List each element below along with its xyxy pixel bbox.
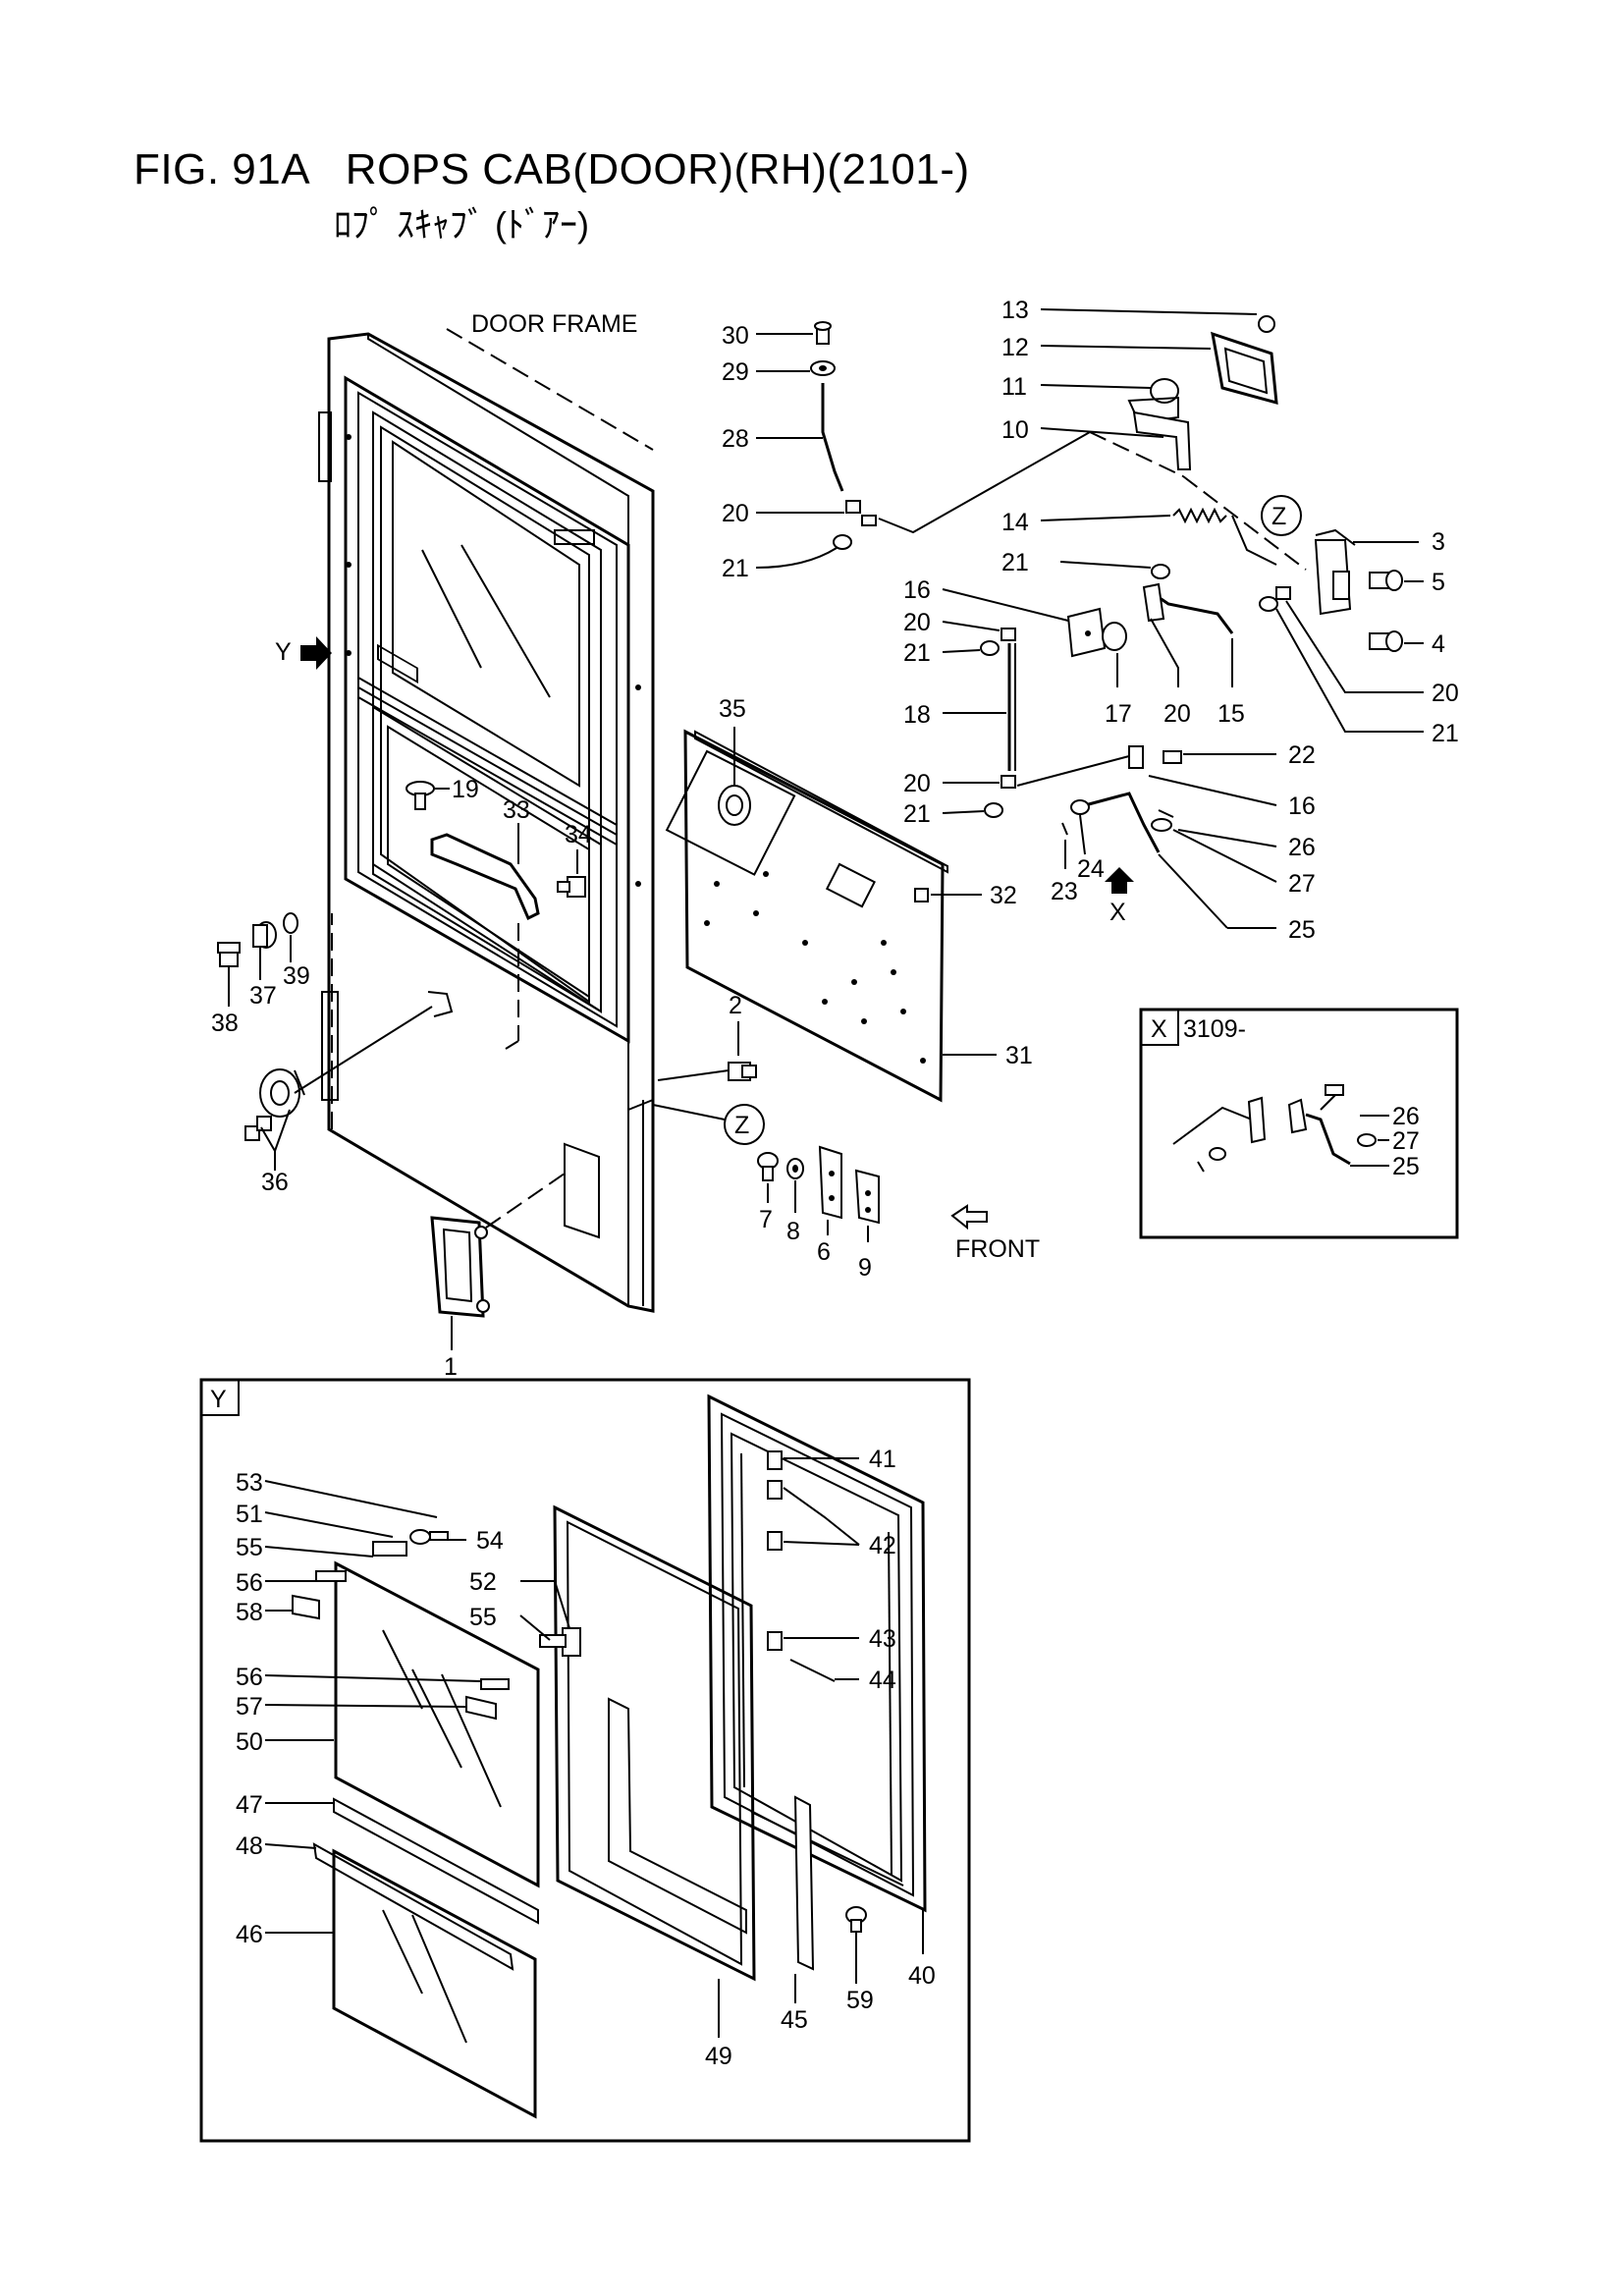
callout-55b: 55 (469, 1604, 497, 1631)
callout-34: 34 (565, 821, 592, 848)
callout-57: 57 (236, 1693, 263, 1721)
label-door-frame: DOOR FRAME (471, 310, 637, 338)
callout-23: 23 (1051, 878, 1078, 905)
callout-50: 50 (236, 1728, 263, 1756)
parts-36-39: 38 37 39 36 (211, 912, 454, 1196)
callout-53: 53 (236, 1469, 263, 1497)
callout-55a: 55 (236, 1534, 263, 1561)
callout-24: 24 (1077, 855, 1105, 883)
parts-2-to-9: 2 Z 7 8 6 9 FRONT (652, 992, 1040, 1282)
label-serial-3109: 3109- (1183, 1015, 1246, 1043)
part-33-handle: 33 (430, 796, 540, 921)
callout-35: 35 (719, 695, 746, 723)
callout-46: 46 (236, 1921, 263, 1948)
callout-21a: 21 (722, 555, 749, 582)
callout-56a: 56 (236, 1569, 263, 1597)
part-19: 19 (406, 776, 479, 810)
callout-21-right: 21 (1432, 720, 1459, 747)
label-z-upper: Z (1271, 503, 1286, 530)
callout-4: 4 (1432, 630, 1445, 658)
callout-30: 30 (722, 322, 749, 350)
part-34: 34 (557, 821, 592, 898)
callout-52: 52 (469, 1568, 497, 1596)
view-y-detail: Y 40 41 42 43 44 59 49 (199, 1378, 971, 2143)
callout-42: 42 (869, 1532, 896, 1559)
callout-43: 43 (869, 1625, 896, 1653)
callout-12: 12 (1001, 334, 1029, 361)
callout-7: 7 (759, 1206, 773, 1233)
callout-32: 32 (990, 882, 1017, 909)
callout-33: 33 (503, 796, 530, 824)
callout-8: 8 (786, 1218, 800, 1245)
callout-18: 18 (903, 701, 931, 729)
callout-51: 51 (236, 1501, 263, 1528)
callout-27: 27 (1288, 870, 1316, 898)
callout-20d: 20 (903, 609, 931, 636)
callout-11: 11 (1001, 373, 1027, 401)
callout-38: 38 (211, 1010, 239, 1037)
label-y-arrow: Y (275, 638, 292, 666)
callout-26-x: 26 (1392, 1103, 1420, 1130)
callout-19: 19 (452, 776, 479, 803)
callout-49: 49 (705, 2043, 732, 2070)
callout-14: 14 (1001, 509, 1029, 536)
callout-6: 6 (817, 1238, 831, 1266)
callout-58: 58 (236, 1599, 263, 1626)
label-y-box: Y (210, 1386, 227, 1413)
callout-28: 28 (722, 425, 749, 453)
callout-31: 31 (1005, 1042, 1033, 1069)
callout-20e: 20 (903, 770, 931, 797)
callout-29: 29 (722, 358, 749, 386)
label-x-arrow: X (1109, 899, 1126, 926)
figure-title: FIG. 91A ROPS CAB(DOOR)(RH)(2101-) (134, 145, 970, 193)
view-x-detail: X 3109- 26 27 25 (1139, 1008, 1459, 1239)
callout-48: 48 (236, 1832, 263, 1860)
callout-20c: 20 (1163, 700, 1191, 728)
callout-10: 10 (1001, 416, 1029, 444)
callout-47: 47 (236, 1791, 263, 1819)
callout-36: 36 (261, 1169, 289, 1196)
callout-56b: 56 (236, 1664, 263, 1691)
callout-21b: 21 (1001, 549, 1029, 576)
callout-54: 54 (476, 1527, 504, 1555)
callout-59: 59 (846, 1987, 874, 2014)
panel-31: 35 32 31 (665, 695, 1033, 1103)
label-z-lower: Z (734, 1112, 749, 1139)
callout-26: 26 (1288, 834, 1316, 861)
callout-16a: 16 (903, 576, 931, 604)
callout-22: 22 (1288, 741, 1316, 769)
figure-subtitle: ﾛﾌﾟ ｽｷｬﾌﾞ (ﾄﾞｱｰ) (334, 204, 589, 245)
callout-1: 1 (444, 1353, 458, 1381)
callout-21d: 21 (903, 800, 931, 828)
callout-15: 15 (1217, 700, 1245, 728)
callout-45: 45 (781, 2006, 808, 2034)
callout-44: 44 (869, 1667, 896, 1694)
callout-9: 9 (858, 1254, 872, 1282)
latch-assembly: 30 29 28 20 21 13 12 11 (722, 297, 1459, 944)
callout-41: 41 (869, 1446, 896, 1473)
callout-13: 13 (1001, 297, 1029, 324)
callout-25-x: 25 (1392, 1153, 1420, 1180)
callout-5: 5 (1432, 569, 1445, 596)
view-y-arrow: Y (275, 636, 332, 670)
callout-3: 3 (1432, 528, 1445, 556)
callout-16b: 16 (1288, 793, 1316, 820)
callout-2: 2 (729, 992, 742, 1019)
callout-20a: 20 (722, 500, 749, 527)
callout-20-right: 20 (1432, 680, 1459, 707)
label-front: FRONT (955, 1235, 1040, 1263)
callout-40: 40 (908, 1962, 936, 1990)
callout-27-x: 27 (1392, 1127, 1420, 1155)
label-x-box: X (1151, 1015, 1167, 1043)
callout-37: 37 (249, 982, 277, 1010)
callout-39: 39 (283, 962, 310, 990)
callout-17: 17 (1105, 700, 1132, 728)
door-frame (318, 328, 655, 1313)
callout-25: 25 (1288, 916, 1316, 944)
callout-21c: 21 (903, 639, 931, 667)
part-1-handle: 1 (430, 1142, 600, 1381)
